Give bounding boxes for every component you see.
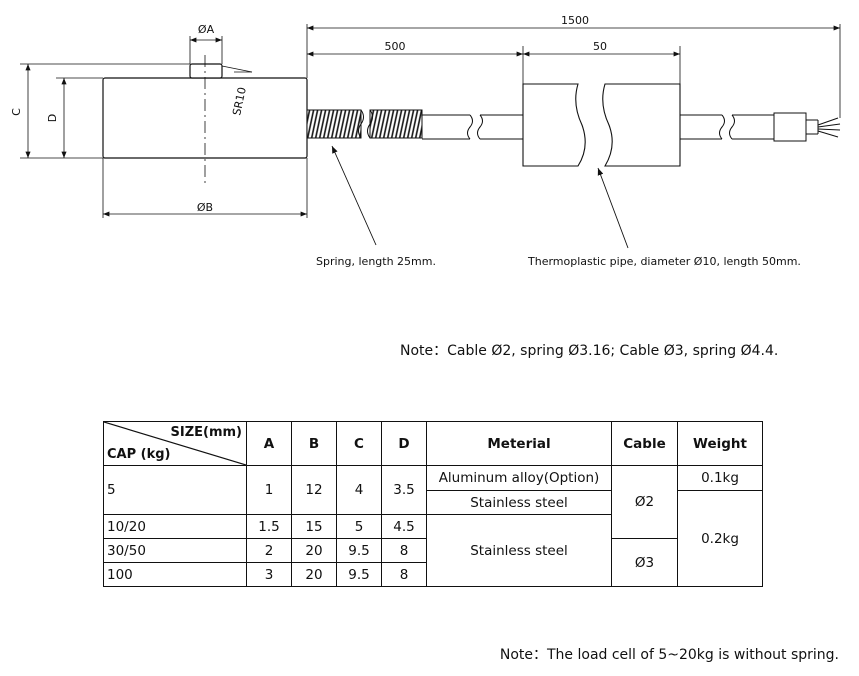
spring-callout: Spring, length 25mm. xyxy=(316,255,436,268)
table-cell-cap: 5 xyxy=(103,465,247,515)
size-cap-header: SIZE(mm) CAP (kg) xyxy=(103,421,247,466)
pipe-length-label: 50 xyxy=(593,40,607,53)
to-pipe-length-label: 500 xyxy=(385,40,406,53)
table-cell-b: 20 xyxy=(291,538,337,563)
height-c-label: C xyxy=(10,108,23,116)
cap-label: CAP (kg) xyxy=(107,447,171,462)
weight-light: 0.1kg xyxy=(677,465,763,491)
dimension-pipe-length xyxy=(523,46,681,84)
cable-small: Ø2 xyxy=(611,465,678,539)
table-cell-d: 8 xyxy=(381,562,427,587)
dimension-dia-b xyxy=(102,158,308,218)
header-weight: Weight xyxy=(677,421,763,466)
callout-leaders xyxy=(331,145,629,249)
table-cell-a: 2 xyxy=(246,538,292,563)
material-stainless: Stainless steel xyxy=(426,490,612,515)
header-a: A xyxy=(246,421,292,466)
load-cell-body xyxy=(102,55,308,186)
table-cell-d: 8 xyxy=(381,538,427,563)
header-b: B xyxy=(291,421,337,466)
material-aluminum: Aluminum alloy(Option) xyxy=(426,465,612,491)
table-cell-a: 1.5 xyxy=(246,514,292,539)
dimension-height-d xyxy=(56,77,103,158)
dia-b-label: ØB xyxy=(197,201,213,214)
header-material: Meterial xyxy=(426,421,612,466)
cable-large: Ø3 xyxy=(611,538,678,587)
header-d: D xyxy=(381,421,427,466)
table-cell-c: 9.5 xyxy=(336,538,382,563)
header-cable: Cable xyxy=(611,421,678,466)
load-cell-drawing: ØA SR10 C D ØB xyxy=(10,14,841,268)
total-length-label: 1500 xyxy=(561,14,589,27)
table-cell-c: 9.5 xyxy=(336,562,382,587)
height-d-label: D xyxy=(46,114,59,122)
cable xyxy=(422,114,774,140)
table-cell-d: 3.5 xyxy=(381,465,427,515)
weight-heavy: 0.2kg xyxy=(677,490,763,587)
spring-note: Note：The load cell of 5~20kg is without … xyxy=(499,647,839,663)
table-cell-b: 12 xyxy=(291,465,337,515)
dimension-to-pipe xyxy=(307,46,524,84)
dia-a-label: ØA xyxy=(198,23,215,36)
table-cell-c: 5 xyxy=(336,514,382,539)
spring xyxy=(306,109,423,139)
cable-connector xyxy=(773,112,841,142)
dimension-radius xyxy=(221,65,253,73)
header-c: C xyxy=(336,421,382,466)
size-label: SIZE(mm) xyxy=(170,425,242,440)
material-stainless-large: Stainless steel xyxy=(426,514,612,587)
dimension-height-c xyxy=(20,63,190,159)
table-cell-b: 15 xyxy=(291,514,337,539)
table-cell-b: 20 xyxy=(291,562,337,587)
thermoplastic-pipe xyxy=(522,83,681,167)
table-cell-cap: 100 xyxy=(103,562,247,587)
table-cell-c: 4 xyxy=(336,465,382,515)
table-cell-cap: 10/20 xyxy=(103,514,247,539)
dimension-dia-a xyxy=(189,36,223,64)
spec-table: SIZE(mm) CAP (kg) A B C D Meterial Cable… xyxy=(103,421,763,587)
table-cell-cap: 30/50 xyxy=(103,538,247,563)
table-cell-a: 3 xyxy=(246,562,292,587)
radius-label: SR10 xyxy=(230,86,249,117)
table-cell-d: 4.5 xyxy=(381,514,427,539)
pipe-callout: Thermoplastic pipe, diameter Ø10, length… xyxy=(527,255,801,268)
table-cell-a: 1 xyxy=(246,465,292,515)
dimension-total-length xyxy=(306,24,841,118)
cable-note: Note：Cable Ø2, spring Ø3.16; Cable Ø3, s… xyxy=(400,343,779,359)
